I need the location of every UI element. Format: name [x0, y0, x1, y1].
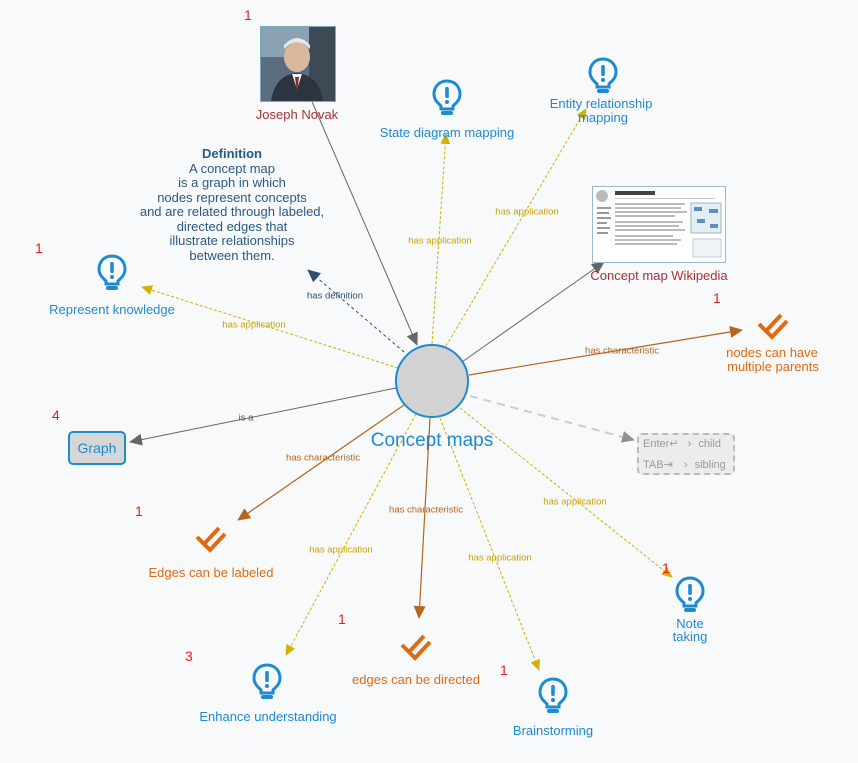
definition-line: nodes represent concepts: [157, 189, 307, 205]
definition-title: Definition: [202, 146, 262, 161]
edge-wikipedia: [461, 261, 605, 363]
multiple-parents-count: 1: [713, 290, 721, 306]
definition-line: A concept map: [189, 160, 275, 176]
definition-line: directed edges that: [176, 218, 288, 234]
edge-multiple-parents: [468, 326, 743, 376]
definition-text[interactable]: Definition A concept map is a graph in w…: [117, 146, 347, 263]
edge-label-is-a: is a: [238, 412, 254, 424]
edge-state-diagram: [431, 133, 451, 345]
edges-labeled-count: 1: [135, 503, 143, 519]
edge-edges-directed: [413, 417, 431, 619]
definition-line: and are related through labeled,: [139, 204, 325, 219]
represent-knowledge-count: 1: [35, 240, 43, 256]
state-diagram-lightbulb-icon: [432, 79, 462, 117]
edges-labeled-double-check-icon: [195, 526, 227, 552]
edges-directed-count: 1: [338, 611, 346, 627]
brainstorming-count: 1: [500, 662, 508, 678]
edge-label-note-taking: has application: [543, 496, 607, 508]
novak-label[interactable]: Joseph Novak: [255, 107, 339, 122]
state-diagram-label[interactable]: State diagram mapping: [379, 125, 515, 140]
edge-edges-labeled: [237, 404, 405, 521]
edge-label-multiple-parents: has characteristic: [585, 345, 659, 357]
definition-line: between them.: [189, 247, 275, 263]
note-taking-count: 1: [662, 560, 670, 576]
edge-enhance-understanding: [285, 413, 417, 656]
definition-line: illustrate relationships: [169, 233, 295, 248]
edge-label-entity-relationship: has application: [495, 206, 559, 218]
hint-tab-action: sibling: [694, 459, 726, 471]
hint-enter-action: child: [698, 438, 721, 450]
hint-enter-key: Enter↵: [643, 438, 679, 450]
edges-directed-label[interactable]: edges can be directed: [352, 672, 480, 687]
center-node-label[interactable]: Concept maps: [370, 430, 494, 451]
entity-relationship-lightbulb-icon: [588, 57, 618, 95]
definition-line: is a graph in which: [178, 175, 286, 190]
edge-label-has-definition: has definition: [307, 290, 363, 302]
hint-separator: ›: [687, 438, 692, 450]
edge-label-enhance-understanding: has application: [309, 544, 373, 556]
entity-relationship-label-line2[interactable]: mapping: [578, 110, 628, 125]
graph-label: Graph: [77, 440, 117, 456]
enhance-understanding-label[interactable]: Enhance understanding: [199, 709, 337, 724]
edge-hint: [469, 395, 635, 443]
edge-label-edges-labeled: has characteristic: [286, 452, 360, 464]
note-taking-lightbulb-icon: [675, 576, 705, 614]
center-node-circle[interactable]: [395, 344, 469, 418]
edge-label-edges-directed: has characteristic: [389, 504, 463, 516]
hint-tab-row: TAB⇥ › sibling: [643, 457, 726, 473]
edge-label-brainstorming: has application: [468, 552, 532, 564]
entity-relationship-label-line1[interactable]: Entity relationship: [549, 96, 653, 111]
graph-node[interactable]: Graph: [68, 431, 126, 465]
wikipedia-thumbnail[interactable]: [592, 186, 726, 263]
edges-labeled-label[interactable]: Edges can be labeled: [148, 565, 274, 580]
multiple-parents-label-line2[interactable]: multiple parents: [727, 359, 819, 374]
multiple-parents-double-check-icon: [757, 313, 789, 339]
enhance-understanding-count: 3: [185, 648, 193, 664]
represent-knowledge-label[interactable]: Represent knowledge: [49, 302, 175, 317]
novak-photo[interactable]: [260, 26, 336, 102]
note-taking-label-line1[interactable]: Note: [676, 616, 704, 631]
edge-label-state-diagram: has application: [408, 235, 472, 247]
brainstorming-lightbulb-icon: [538, 677, 568, 715]
edge-brainstorming: [439, 417, 540, 671]
novak-count: 1: [244, 7, 252, 23]
graph-count: 4: [52, 407, 60, 423]
note-taking-label-line2[interactable]: taking: [672, 629, 708, 644]
enhance-understanding-lightbulb-icon: [252, 663, 282, 701]
edge-graph: [129, 387, 397, 446]
edge-label-represent-knowledge: has application: [222, 319, 286, 331]
multiple-parents-label-line1[interactable]: nodes can have: [726, 345, 818, 360]
edge-entity-relationship: [445, 108, 587, 347]
hint-separator: ›: [683, 459, 688, 471]
hint-enter-row: Enter↵ › child: [643, 436, 721, 452]
edges-directed-double-check-icon: [400, 634, 432, 660]
brainstorming-label[interactable]: Brainstorming: [512, 723, 594, 738]
edge-note-taking: [459, 407, 673, 578]
wikipedia-label[interactable]: Concept map Wikipedia: [590, 268, 728, 283]
keyboard-hint-box: Enter↵ › child TAB⇥ › sibling: [637, 433, 735, 475]
hint-tab-key: TAB⇥: [643, 459, 673, 471]
edge-novak: [309, 96, 418, 346]
